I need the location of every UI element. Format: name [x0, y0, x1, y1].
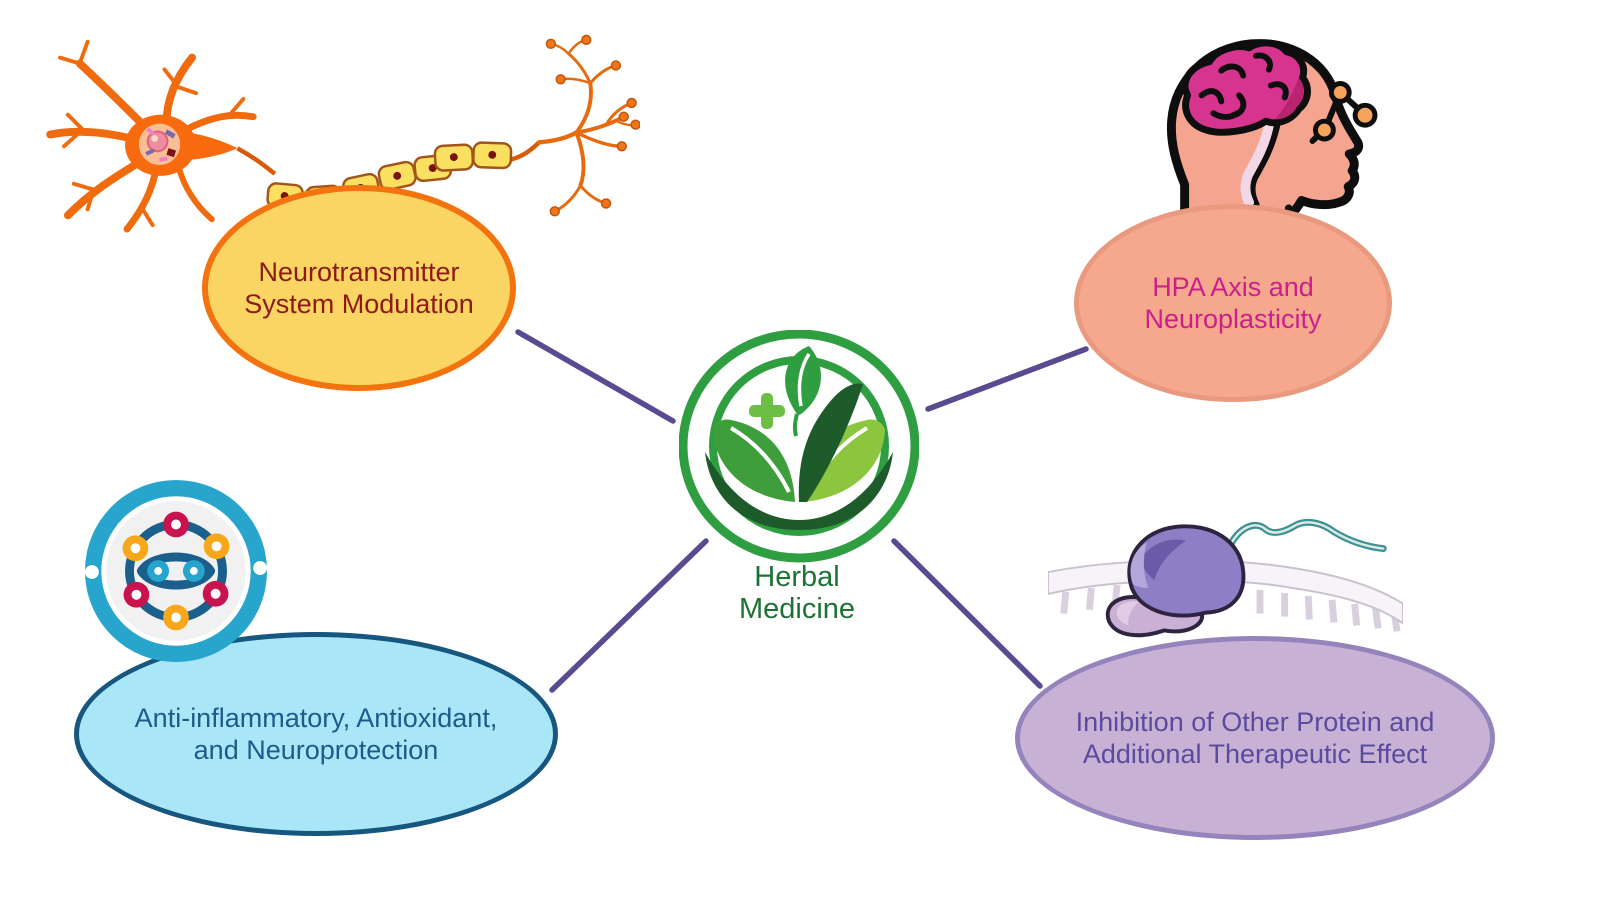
mrna-teeth [1060, 584, 1401, 632]
axon-terminal-tips [545, 34, 640, 217]
molecule-icon [1309, 81, 1378, 144]
human-head-brain-icon [1166, 39, 1378, 256]
node-inhibition-other-protein: Inhibition of Other Protein and Addition… [1015, 636, 1495, 840]
label-line: Anti-inflammatory, Antioxidant, [134, 703, 498, 733]
label-line: System Modulation [244, 289, 474, 319]
label-line: HPA Axis and [1152, 272, 1314, 302]
cell-receptor-molecule-icon [84, 479, 268, 663]
label-line: and Neuroprotection [193, 735, 439, 765]
label-line: Additional Therapeutic Effect [1082, 739, 1428, 769]
node-antiinflammatory-neuroprotection: Anti-inflammatory, Antioxidant, and Neur… [74, 632, 558, 836]
axon-terminal-branches [536, 38, 637, 213]
node-hpa-axis-neuroplasticity: HPA Axis and Neuroplasticity [1074, 204, 1392, 402]
center-label-line: Medicine [738, 593, 856, 625]
connector-top-left [515, 329, 676, 424]
connector-bottom-left [549, 538, 709, 693]
node-neurotransmitter-system-modulation: Neurotransmitter System Modulation [202, 185, 516, 391]
label-line: Inhibition of Other Protein and [1075, 707, 1435, 737]
center-label: Herbal Medicine [697, 561, 897, 625]
node-hpa-label: HPA Axis and Neuroplasticity [1144, 271, 1321, 335]
herbal-medicine-leaf-bowl-logo [679, 330, 919, 563]
ribosome-mrna-icon [1048, 518, 1403, 638]
node-inhibition-label: Inhibition of Other Protein and Addition… [1076, 706, 1435, 770]
neuron-myelinated-axon-icon [46, 34, 640, 233]
connector-top-right [925, 346, 1089, 412]
node-antiinflammatory-label: Anti-inflammatory, Antioxidant, and Neur… [135, 702, 498, 766]
label-line: Neuroplasticity [1144, 304, 1322, 334]
medical-plus-icon [749, 393, 785, 429]
center-label-line: Herbal [754, 561, 840, 593]
node-neurotransmitter-label: Neurotransmitter System Modulation [244, 256, 474, 320]
connector-bottom-right [891, 538, 1043, 689]
label-line: Neurotransmitter [258, 257, 460, 287]
receptor-dots [122, 511, 230, 631]
